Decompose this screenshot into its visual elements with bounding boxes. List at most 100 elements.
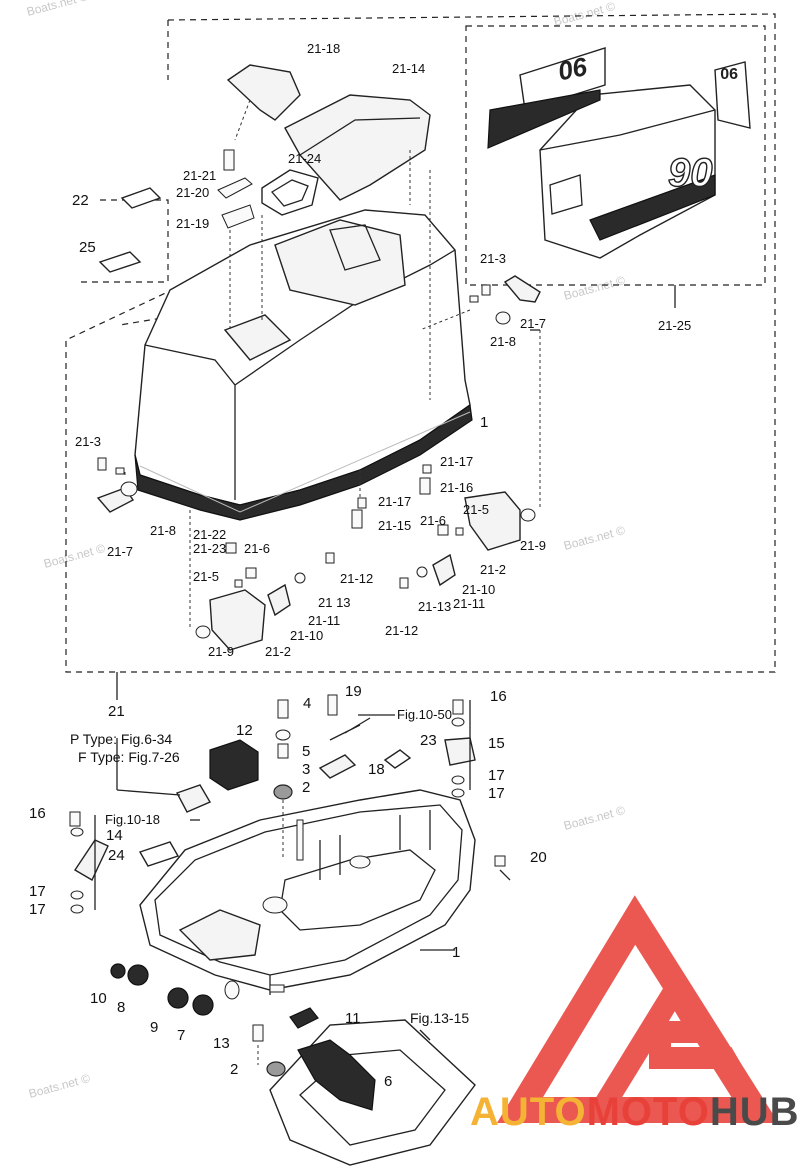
bolt-21-16 [419, 477, 431, 495]
label-21-7: 21-7 [107, 544, 133, 559]
bolt-16-left [69, 811, 81, 827]
label-6: 6 [384, 1073, 392, 1090]
bottom-cowl-slot [269, 984, 285, 993]
label-17: 17 [29, 901, 46, 918]
clip-21-11-right [432, 553, 456, 587]
label-10: 10 [90, 990, 107, 1007]
note-fig-10-18: Fig.10-18 [105, 812, 160, 827]
label-21: 21 [108, 703, 125, 720]
cowl-cover-21-14 [284, 94, 431, 201]
decal-22 [120, 187, 162, 209]
bolt-21-12-right [399, 577, 409, 589]
screw-21-3-right [481, 284, 491, 296]
bolt-19 [327, 694, 338, 716]
label-2: 2 [230, 1061, 238, 1078]
seal-21-9-right [520, 508, 536, 522]
intake-slot [329, 224, 381, 271]
grommet-12 [209, 739, 259, 791]
label-21-2: 21-2 [265, 644, 291, 659]
logo-part-auto: AUTO [470, 1090, 587, 1134]
cable-fig-10-50 [329, 717, 371, 741]
bolt-21-6-right [437, 524, 449, 536]
bolt-16-right [452, 699, 464, 715]
latch-cover-21-18 [226, 64, 301, 121]
plug-7 [192, 994, 214, 1016]
note-p-type: P Type: Fig.6-34 [70, 731, 172, 747]
label-21-2: 21-2 [480, 562, 506, 577]
decal-25 [98, 251, 142, 273]
label-21-14: 21-14 [392, 61, 425, 76]
plug-10 [110, 963, 126, 979]
clamp-18 [318, 754, 357, 779]
bottom-cowl-posts [319, 810, 431, 880]
label-16: 16 [490, 688, 507, 705]
label-2: 2 [302, 779, 310, 796]
seal-21-8-left [120, 481, 138, 497]
label-20: 20 [530, 849, 547, 866]
label-21-3: 21-3 [480, 251, 506, 266]
decal-sheet-stripe [487, 89, 601, 149]
bolt-13 [252, 1024, 264, 1042]
washer-16-left [70, 827, 84, 837]
plug-9 [167, 987, 189, 1009]
label-17: 17 [488, 767, 505, 784]
bottom-cowl-rim [154, 804, 463, 976]
label-3: 3 [302, 761, 310, 778]
washer-21-13-right [416, 566, 428, 578]
screw-20 [494, 855, 506, 867]
label-21-3: 21-3 [75, 434, 101, 449]
watermark: Boats.net © [42, 541, 107, 571]
decal-number: 90 [668, 151, 713, 195]
grommet-21-24 [261, 169, 319, 216]
label-14: 14 [106, 827, 123, 844]
label-13: 13 [213, 1035, 230, 1052]
washer-21-5-left [234, 579, 243, 588]
cowl-cover-edge [299, 117, 421, 156]
label-21-18: 21-18 [307, 41, 340, 56]
latch-window [223, 314, 292, 361]
washer-5 [275, 729, 291, 741]
bolt-4 [277, 699, 289, 719]
washer-21-13-left [294, 572, 306, 584]
washer-21-3-right [469, 295, 479, 303]
screw-21-3-left [97, 457, 107, 471]
label-21-23: 21-23 [193, 541, 226, 556]
label-21-10: 21-10 [462, 582, 495, 597]
grommet-2-top [273, 784, 293, 800]
label-21-7: 21-7 [520, 316, 546, 331]
label-21-5: 21-5 [463, 502, 489, 517]
label-25: 25 [79, 239, 96, 256]
bolt-21-21 [223, 149, 235, 171]
logo-triangle-mark [496, 895, 779, 1123]
label-21-16: 21-16 [440, 480, 473, 495]
bottom-cowl-grommet [262, 896, 288, 914]
hinge-bracket-21-2-left [209, 589, 266, 651]
label-21-13: 21 13 [318, 595, 351, 610]
decal-kit-cowl-line [539, 109, 716, 151]
watermark: Boats.net © [562, 273, 627, 303]
label-23: 23 [420, 732, 437, 749]
note-f-type: F Type: Fig.7-26 [78, 749, 180, 765]
pad-23 [383, 749, 412, 769]
label-9: 9 [150, 1019, 158, 1036]
label-21-21: 21-21 [183, 168, 216, 183]
seal-21-8-right [495, 311, 511, 325]
label-21-9: 21-9 [208, 644, 234, 659]
plate-21-20 [217, 177, 253, 199]
washer-17-right-a [451, 775, 465, 785]
stud [296, 819, 304, 861]
bolt-21-15 [351, 509, 363, 529]
label-21-6: 21-6 [244, 541, 270, 556]
label-21-12: 21-12 [385, 623, 418, 638]
decal-number: 90 [720, 64, 738, 81]
bolt-21-6-left [245, 567, 257, 579]
bolt-21-22 [225, 542, 237, 554]
label-21-20: 21-20 [176, 185, 209, 200]
automotohub-logo: AUTOMOTOHUB [470, 895, 799, 1134]
label-21-25: 21-25 [658, 318, 691, 333]
bottom-cowl-grommet [349, 855, 371, 869]
seal-highlight [139, 411, 471, 513]
collar-3 [277, 743, 289, 759]
grommet-inner [271, 179, 309, 207]
